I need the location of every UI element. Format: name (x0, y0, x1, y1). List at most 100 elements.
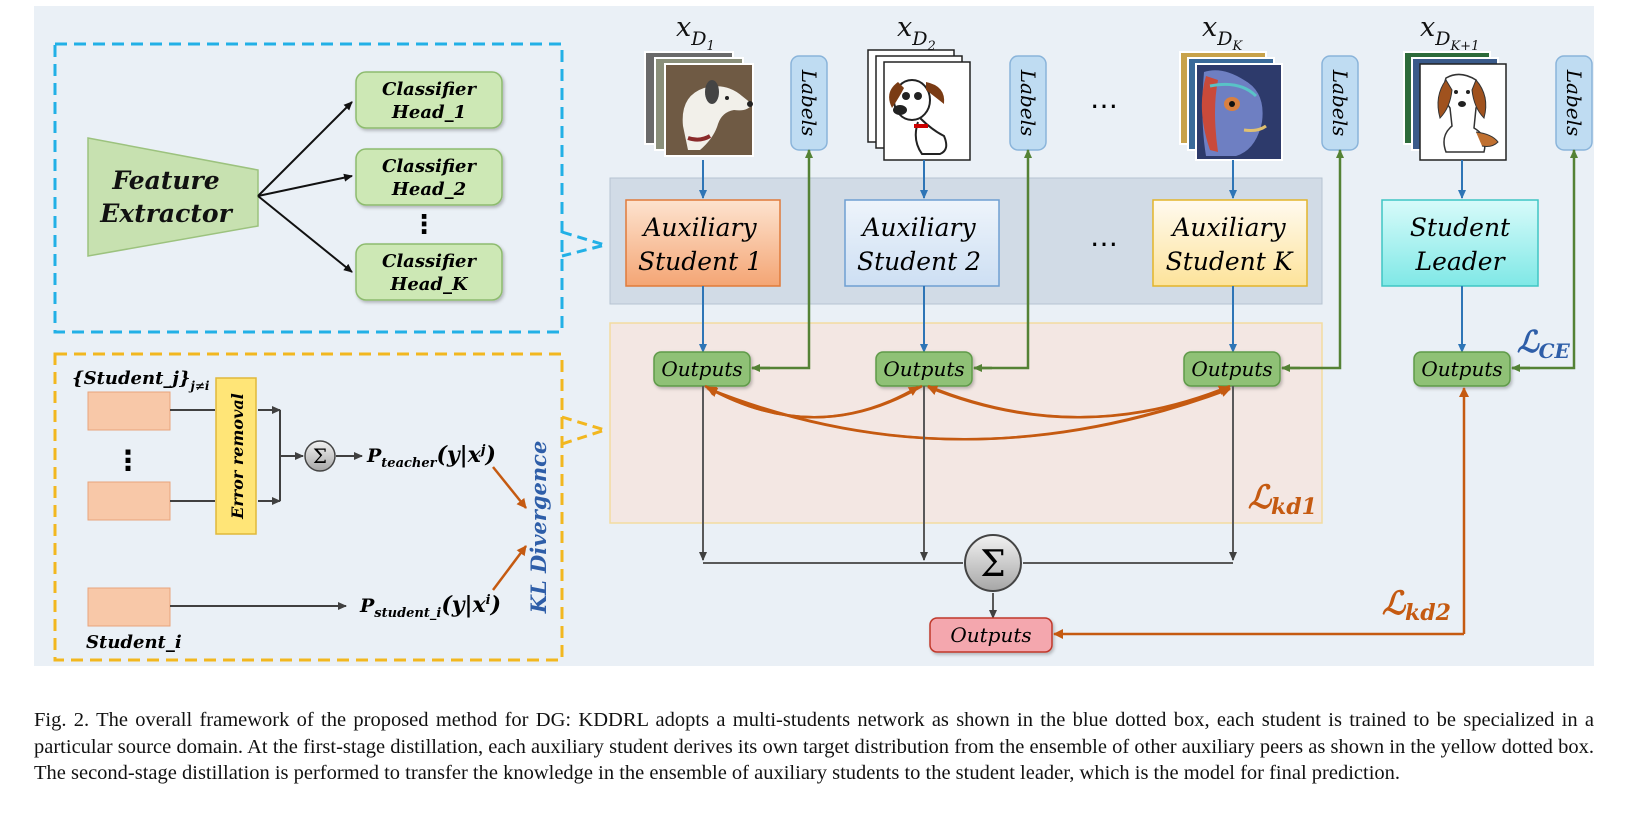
outputs-box-1: Outputs (653, 351, 751, 387)
image-stack-domain-1 (644, 51, 754, 157)
classifier-head-1-line1: Classifier (382, 79, 477, 100)
student-1-line2: Student 1 (638, 247, 762, 276)
error-removal-label: Error removal (228, 393, 247, 520)
p-student-sup: i (486, 593, 491, 608)
students-ellipsis: … (1090, 220, 1118, 253)
labels-box-k: Labels (1321, 55, 1359, 151)
student-j-set-label: {Student_j}j≠i (72, 368, 210, 393)
student-j-vdots: ⋮ (114, 444, 142, 477)
teacher-sum-symbol: Σ (313, 444, 327, 468)
ensemble-sum-node: Σ (964, 534, 1022, 592)
error-removal-box: Error removal (215, 377, 257, 535)
ensemble-outputs-text: Outputs (950, 623, 1031, 647)
student-j-lines (170, 406, 363, 505)
ensemble-outputs-box: Outputs (929, 617, 1053, 653)
labels-box-leader: Labels (1555, 55, 1593, 151)
labels-box-1: Labels (790, 55, 828, 151)
student-j-set-sub: j≠i (189, 379, 210, 393)
svg-text:{Student_j}j≠i: {Student_j}j≠i (72, 368, 210, 393)
p-student-close: ) (490, 592, 501, 618)
figure-caption: Fig. 2. The overall framework of the pro… (34, 709, 1594, 784)
outputs-text-k: Outputs (1191, 357, 1272, 381)
image-stack-domain-2 (867, 49, 971, 161)
pointer-dog-icon (682, 80, 753, 150)
classifier-head-k-line2: Head_K (389, 274, 469, 295)
feature-extractor-line2: Extractor (99, 199, 233, 228)
diagram-canvas: Feature Extractor Classifier Head_1 Clas… (34, 6, 1594, 666)
labels-box-2: Labels (1009, 55, 1047, 151)
leader-line1: Student (1410, 213, 1511, 242)
auxiliary-student-k: Auxiliary Student K (1152, 199, 1308, 287)
yellow-dotted-box (53, 352, 611, 662)
kl-divergence-label: KL Divergence (526, 441, 551, 615)
labels-text-1: Labels (797, 69, 821, 137)
student-i-label: Student_i (86, 632, 182, 653)
teacher-sum-node: Σ (304, 440, 336, 472)
classifier-head-2-line1: Classifier (382, 156, 477, 177)
extractor-to-heads-arrows (257, 101, 353, 273)
input-var-k-plus-1: xDK+1 (1420, 12, 1479, 54)
input-var-k: xDK (1202, 12, 1243, 54)
cartoon-dog-icon (889, 79, 948, 155)
input-var-2: xD2 (897, 12, 936, 54)
heads-vdots: ⋮ (411, 210, 437, 240)
peer-distillation-curves (704, 384, 1231, 441)
student-output-arrows (699, 286, 1466, 353)
p-student-arg: (y|x (441, 592, 486, 618)
p-teacher-sup: j (478, 443, 486, 458)
feature-extractor-line1: Feature (111, 166, 219, 195)
classifier-head-k-line1: Classifier (382, 251, 477, 272)
outputs-text-leader: Outputs (1421, 357, 1502, 381)
blue-dotted-box (53, 42, 611, 334)
p-teacher-sub: teacher (381, 456, 437, 471)
student-i-block (87, 587, 171, 627)
ensemble-lines (699, 386, 1237, 619)
ensemble-sum-symbol: Σ (980, 544, 1005, 585)
auxiliary-student-2: Auxiliary Student 2 (844, 199, 1000, 287)
leader-line2: Leader (1414, 247, 1506, 276)
kl-arrows (492, 466, 527, 591)
classifier-head-2: Classifier Head_2 (355, 148, 503, 206)
p-student-expression: Pstudent_i(y|xi) (359, 592, 501, 621)
p-teacher-main: P (366, 445, 382, 467)
image-stack-domain-k (1179, 51, 1283, 161)
outputs-box-leader: Outputs (1413, 351, 1511, 387)
p-teacher-expression: Pteacher(y|xj) (366, 442, 496, 471)
outputs-text-2: Outputs (883, 357, 964, 381)
labels-text-leader: Labels (1562, 69, 1586, 137)
p-student-main: P (359, 595, 375, 617)
classifier-head-2-line2: Head_2 (391, 179, 466, 200)
student-j-block-2 (87, 481, 171, 521)
framework-diagram: Feature Extractor Classifier Head_1 Clas… (34, 6, 1594, 666)
loss-ce: ℒCE (1517, 325, 1571, 363)
feature-extractor: Feature Extractor (87, 137, 259, 257)
loss-kd2: ℒkd2 (1382, 584, 1451, 626)
p-student-sub: student_i (374, 606, 441, 621)
student-k-line2: Student K (1166, 247, 1294, 276)
student-1-line1: Auxiliary (641, 213, 757, 242)
input-var-1: xD1 (676, 12, 715, 54)
p-teacher-close: ) (485, 442, 496, 468)
classifier-head-1: Classifier Head_1 (355, 71, 503, 129)
labels-text-2: Labels (1016, 69, 1040, 137)
student-j-block-1 (87, 391, 171, 431)
auxiliary-student-1: Auxiliary Student 1 (625, 199, 781, 287)
outputs-box-k: Outputs (1183, 351, 1281, 387)
outputs-box-2: Outputs (875, 351, 973, 387)
input-arrows (699, 160, 1466, 199)
abstract-dog-icon (1201, 70, 1267, 156)
student-2-line1: Auxiliary (860, 213, 976, 242)
student-2-line2: Student 2 (857, 247, 981, 276)
classifier-head-k: Classifier Head_K (355, 243, 503, 301)
student-j-set-text: {Student_j} (72, 368, 191, 389)
student-k-line1: Auxiliary (1170, 213, 1286, 242)
domains-ellipsis: … (1090, 82, 1118, 115)
student-leader: Student Leader (1381, 199, 1539, 287)
beagle-sketch-icon (1437, 73, 1499, 153)
p-teacher-arg: (y|x (436, 442, 481, 468)
loss-kd1: ℒkd1 (1248, 478, 1317, 520)
labels-text-k: Labels (1328, 69, 1352, 137)
outputs-text-1: Outputs (661, 357, 742, 381)
classifier-head-1-line2: Head_1 (391, 102, 466, 123)
image-stack-domain-k-plus-1 (1403, 51, 1507, 161)
